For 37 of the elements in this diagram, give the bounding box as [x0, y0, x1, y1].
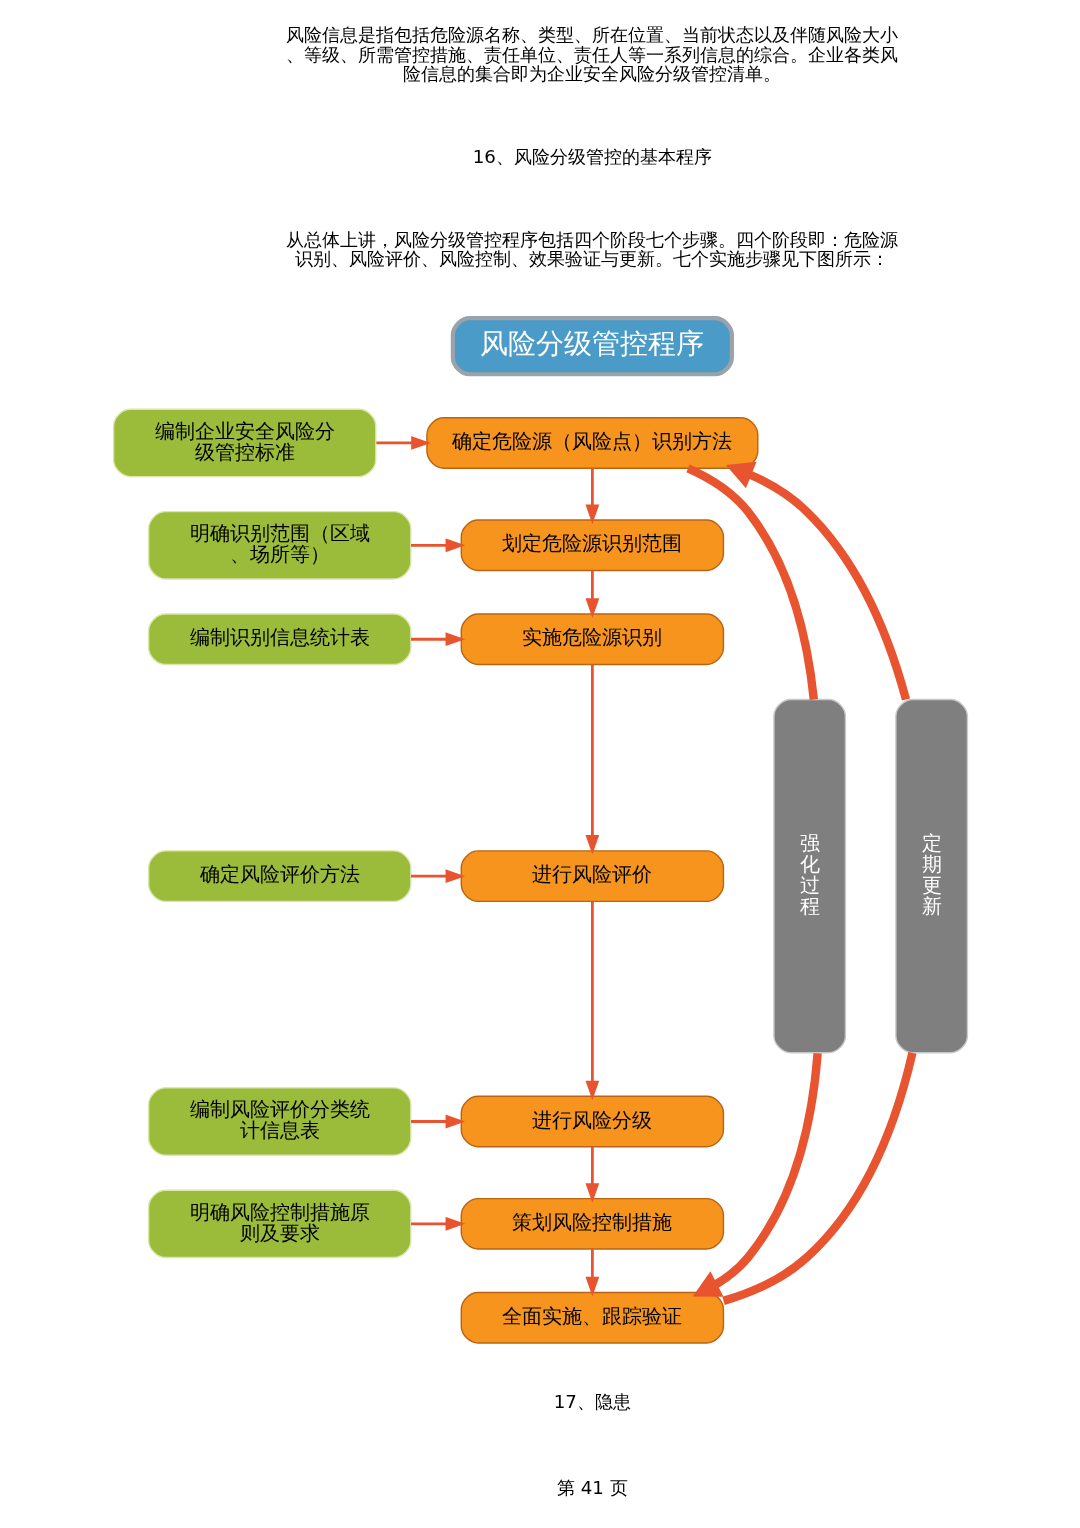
node-box: 明确风险控制措施原则及要求	[147, 1189, 411, 1259]
connector	[721, 1051, 916, 1305]
label: 风险信息是指包括危险源名称、类型、所在位置、当前状态以及伴随风险大小、等级、所需管控措施、责任单位、责任人等一系列信息的综合。企业各类风险信息的集合即为企业安全风险分级管控清单。	[285, 24, 898, 85]
arrow	[585, 468, 599, 525]
connector	[685, 464, 818, 700]
arrow	[585, 664, 599, 855]
node-box: 编制企业安全风险分级管控标准	[112, 408, 376, 478]
node-box: 明确识别范围（区域、场所等）	[147, 510, 411, 580]
arrow	[410, 869, 465, 884]
node-box: 策划风险控制措施	[460, 1197, 724, 1250]
node-box: 划定危险源识别范围	[460, 519, 724, 572]
arrow	[692, 1052, 822, 1297]
label: 16、风险分级管控的基本程序	[472, 146, 712, 168]
node-box: 编制风险评价分类统计信息表	[147, 1087, 411, 1156]
node-box: 编制识别信息统计表	[147, 613, 411, 666]
arrow	[725, 461, 910, 701]
node-box: 定期更新	[894, 698, 968, 1054]
arrow	[410, 538, 465, 553]
arrow	[585, 1249, 599, 1297]
node-box: 进行风险分级	[460, 1095, 724, 1148]
node-box: 进行风险评价	[460, 850, 724, 903]
node-box: 全面实施、跟踪验证	[460, 1291, 724, 1344]
arrow	[410, 632, 465, 647]
arrow	[585, 901, 599, 1101]
arrow	[585, 1147, 599, 1203]
arrow	[375, 436, 431, 450]
arrow	[410, 1114, 465, 1129]
node-box: 风险分级管控程序	[450, 316, 734, 377]
node-box: 确定风险评价方法	[147, 850, 411, 903]
arrow	[410, 1216, 465, 1231]
node-box: 确定危险源（风险点）识别方法	[425, 417, 758, 469]
label: 从总体上讲，风险分级管控程序包括四个阶段七个步骤。四个阶段即：危险源识别、风险评价、风险控制、效果验证与更新。七个实施步骤见下图所示：	[285, 228, 898, 270]
node-box: 强化过程	[772, 698, 846, 1054]
label: 17、隐患	[553, 1391, 631, 1413]
node-box: 实施危险源识别	[460, 613, 724, 666]
label: 第 41 页	[556, 1476, 628, 1498]
arrow	[585, 570, 599, 618]
